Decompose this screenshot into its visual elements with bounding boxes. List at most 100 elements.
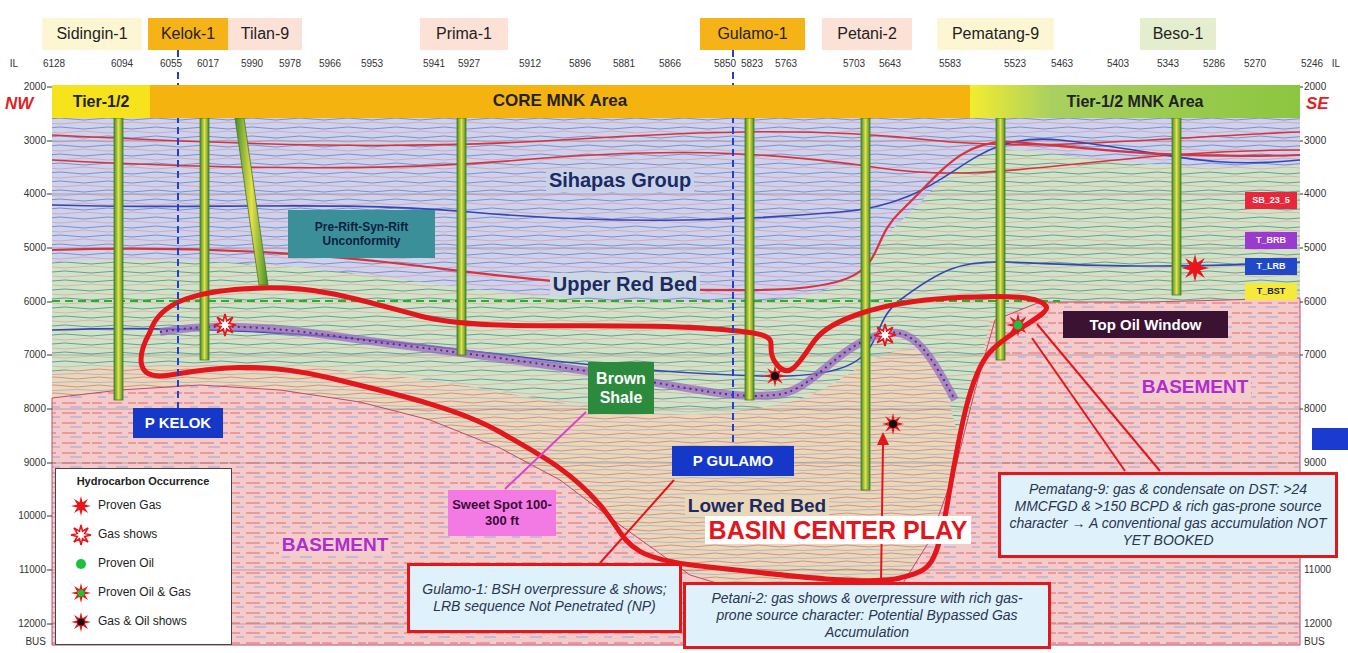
legend-text: Proven Oil (98, 557, 154, 571)
inline-number: 5850 (713, 58, 737, 70)
legend-symbol (70, 524, 92, 546)
depth-label: 9000 (24, 457, 46, 469)
depth-label: 11000 (19, 564, 46, 576)
depth-label: 11000 (1304, 564, 1331, 576)
formation-label: Sihapas Group (546, 169, 694, 192)
well-name-box: Tilan-9 (228, 18, 302, 50)
inline-number: 5941 (422, 58, 446, 70)
legend-text: Proven Oil & Gas (98, 586, 191, 600)
horizon-tag: Top Oil Window (1063, 311, 1228, 338)
box-text: T_BRB (1256, 235, 1286, 246)
well-name-box: Petani-2 (822, 18, 912, 50)
play-label: BASIN CENTER PLAY (705, 516, 972, 545)
box-text: Pematang-9: gas & condensate on DST: >24… (1009, 481, 1327, 548)
well-name-box: Prima-1 (420, 18, 508, 50)
inline-number: 5866 (658, 58, 682, 70)
box-text: T_BST (1257, 286, 1286, 297)
box-text: Top Oil Window (1089, 316, 1201, 334)
legend-symbol (70, 582, 92, 604)
box-text: Pematang-9 (952, 24, 1039, 43)
box-text: Kelok-1 (161, 24, 215, 43)
depth-label: 4000 (1304, 188, 1326, 200)
inline-number: 5463 (1050, 58, 1074, 70)
area-band: Tier-1/2 MNK Area (970, 85, 1300, 118)
horizon-tag: Pre-Rift-Syn-Rift Unconformity (288, 210, 435, 258)
direction-label: NW (5, 94, 33, 114)
sweet-spot-tag: Sweet Spot 100-300 ft (448, 490, 556, 536)
box-text: CORE MNK Area (493, 91, 627, 111)
formation-label: Upper Red Bed (550, 273, 700, 296)
inline-number: 5703 (842, 58, 866, 70)
box-text: Sidingin-1 (56, 24, 127, 43)
well-name-box: Gulamo-1 (700, 18, 805, 50)
depth-label: 12000 (18, 618, 46, 630)
inline-number: 5966 (318, 58, 342, 70)
basement-label: BASEMENT (279, 534, 392, 556)
inline-number: 5583 (938, 58, 962, 70)
horizon-key: T_BRB (1245, 232, 1297, 249)
inline-number: 5927 (457, 58, 481, 70)
box-text: Tilan-9 (241, 24, 289, 43)
inline-number: 5270 (1243, 58, 1267, 70)
depth-label: 8000 (24, 403, 46, 415)
depth-label: 2000 (24, 81, 46, 93)
box-text: Tier-1/2 (73, 92, 130, 111)
inline-number: 5643 (878, 58, 902, 70)
callout-box: Petani-2: gas shows & overpressure with … (683, 582, 1051, 649)
inline-number: IL (1331, 58, 1341, 70)
callout-box: Gulamo-1: BSH overpressure & shows; LRB … (407, 563, 682, 633)
box-text: T_LRB (1257, 261, 1286, 272)
basement-label: BASEMENT (1139, 376, 1252, 398)
inline-number: 5881 (612, 58, 636, 70)
inline-number: 5763 (774, 58, 798, 70)
depth-label: 5000 (1304, 242, 1326, 254)
box-text: Sweet Spot 100-300 ft (452, 497, 552, 528)
depth-label: 4000 (24, 188, 46, 200)
depth-label: 7000 (24, 349, 46, 361)
depth-label: 6000 (1304, 296, 1326, 308)
inline-number: 5343 (1156, 58, 1180, 70)
depth-label: BUS (25, 636, 46, 648)
box-text: Tier-1/2 MNK Area (1067, 92, 1204, 111)
prospect-tag: P KELOK (133, 408, 223, 438)
inline-number: 5896 (568, 58, 592, 70)
inline-number: 5286 (1202, 58, 1226, 70)
depth-label: 12000 (1304, 618, 1332, 630)
inline-number: 5823 (740, 58, 764, 70)
inline-number: 5403 (1106, 58, 1130, 70)
horizon-key: SB_23_5 (1245, 192, 1297, 209)
well-name-box: Pematang-9 (937, 18, 1054, 50)
legend-symbol (70, 495, 92, 517)
inline-number: 6017 (196, 58, 220, 70)
formation-tag: Brown Shale (588, 362, 654, 414)
well-name-box: Beso-1 (1140, 18, 1216, 50)
box-text: P KELOK (145, 414, 211, 432)
inline-number: 5953 (360, 58, 384, 70)
inline-number: IL (9, 58, 19, 70)
depth-label: 5000 (24, 242, 46, 254)
legend-title: Hydrocarbon Occurrence (77, 475, 210, 488)
inline-number: 6094 (110, 58, 134, 70)
box-text: Beso-1 (1153, 24, 1204, 43)
area-band: CORE MNK Area (150, 85, 970, 118)
legend-symbol (70, 611, 92, 633)
inline-number: 5978 (278, 58, 302, 70)
depth-label: 2000 (1304, 81, 1326, 93)
inline-number: 6128 (42, 58, 66, 70)
inline-number: 5246 (1300, 58, 1324, 70)
depth-label: 7000 (1304, 349, 1326, 361)
horizon-key: T_BST (1245, 283, 1297, 300)
depth-label: BUS (1304, 636, 1325, 648)
prospect-tag: P GULAMO (672, 446, 794, 476)
inline-number: 5990 (240, 58, 264, 70)
box-text: Petani-2 (837, 24, 897, 43)
box-text: Gulamo-1 (717, 24, 787, 43)
box-text: SB_23_5 (1252, 195, 1290, 206)
horizon-key: T_LRB (1245, 258, 1297, 275)
box-text: Prima-1 (436, 24, 492, 43)
direction-label: SE (1306, 94, 1329, 114)
inline-number: 5523 (1003, 58, 1027, 70)
depth-label: 6000 (24, 296, 46, 308)
inline-number: 5912 (518, 58, 542, 70)
depth-label: 3000 (1304, 135, 1326, 147)
